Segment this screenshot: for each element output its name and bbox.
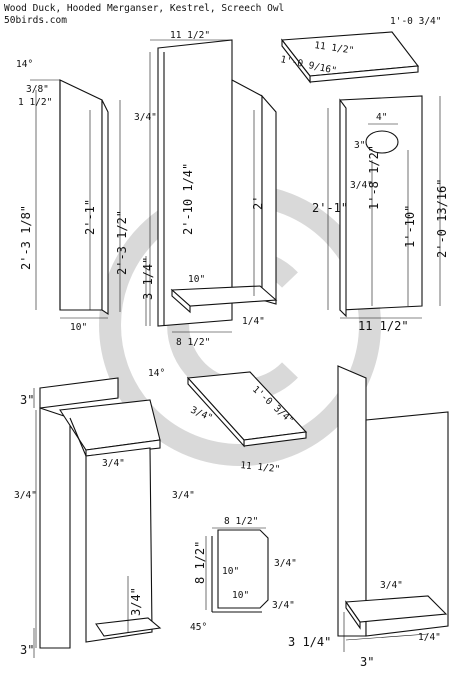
dim-side-bevel: 3/8"	[26, 84, 49, 95]
dim-floor2-corner: 3/4"	[272, 600, 295, 611]
dim-side-front-height: 2'-3 1/2"	[115, 210, 129, 275]
dim-front-mid-height: 1'-8 1/2"	[367, 145, 381, 210]
dim-side-bottom: 10"	[70, 322, 87, 333]
front-panel	[327, 95, 441, 319]
dim-side2-right: 3/4"	[172, 490, 195, 501]
dim-hole-height: 3"	[354, 140, 365, 151]
dim-side2-top: 3"	[20, 393, 34, 407]
side-panel-2	[33, 377, 162, 658]
dim-side3-bottom: 3"	[360, 655, 374, 669]
dim-side-back-height: 2'-3 1/8"	[19, 205, 33, 270]
dim-front-outer-height: 2'-0 13/16"	[435, 179, 449, 258]
dim-back-thickness: 3/4"	[134, 112, 157, 123]
roof-panel-1	[280, 31, 420, 84]
dim-roof2-angle: 14°	[148, 368, 165, 379]
dim-side2-bottom: 3"	[20, 643, 34, 657]
diagram-title: Wood Duck, Hooded Merganser, Kestrel, Sc…	[4, 3, 285, 14]
dim-front-inner-height: 2'-1"	[312, 201, 348, 215]
roof-panel-2	[186, 371, 308, 448]
dim-floor2-right: 3/4"	[274, 558, 297, 569]
dim-floor2-inner-width: 10"	[232, 590, 249, 601]
side-panel-1	[30, 79, 121, 319]
dim-floor2-angle: 45°	[190, 622, 207, 633]
back-panel-assembly	[145, 39, 278, 333]
dim-front-width: 11 1/2"	[358, 319, 409, 333]
dim-side2-height: 2'	[251, 196, 265, 210]
dim-floor-width: 8 1/2"	[176, 337, 210, 348]
dim-side3-low: 3 1/4"	[288, 635, 331, 649]
dim-back-low: 3 1/4"	[141, 257, 155, 300]
dim-back-height: 2'-10 1/4"	[181, 163, 195, 235]
dim-floor-thickness: 1/4"	[242, 316, 265, 327]
dim-side2-left: 3/4"	[14, 490, 37, 501]
dim-side3-right: 1/4"	[418, 632, 441, 643]
dim-floor-depth: 10"	[188, 274, 205, 285]
floor-plate	[205, 527, 269, 613]
side-panel-3	[337, 365, 449, 652]
dim-side2-low: 3/4"	[129, 587, 143, 616]
dim-back-width: 11 1/2"	[170, 30, 210, 41]
site-url: 50birds.com	[4, 15, 67, 26]
dim-side-top-width: 1 1/2"	[18, 97, 52, 108]
dim-floor2-width: 8 1/2"	[224, 516, 258, 527]
dim-roof-a: 1'-0 3/4"	[390, 16, 441, 27]
dim-side3-floor: 3/4"	[380, 580, 403, 591]
dim-hole-width: 4"	[376, 112, 387, 123]
dim-front-total-height: 1'-10"	[403, 205, 417, 248]
dim-side-top-angle: 14°	[16, 59, 33, 70]
dim-floor2-height: 8 1/2"	[193, 541, 207, 584]
dim-roof2-d: 11 1/2"	[240, 460, 281, 475]
dim-front-thickness: 3/4"	[350, 180, 373, 191]
dim-side-inner-height: 2'-1"	[83, 199, 97, 235]
dim-side2-roof: 3/4"	[102, 458, 125, 469]
dim-floor2-inner-height: 10"	[222, 566, 239, 577]
